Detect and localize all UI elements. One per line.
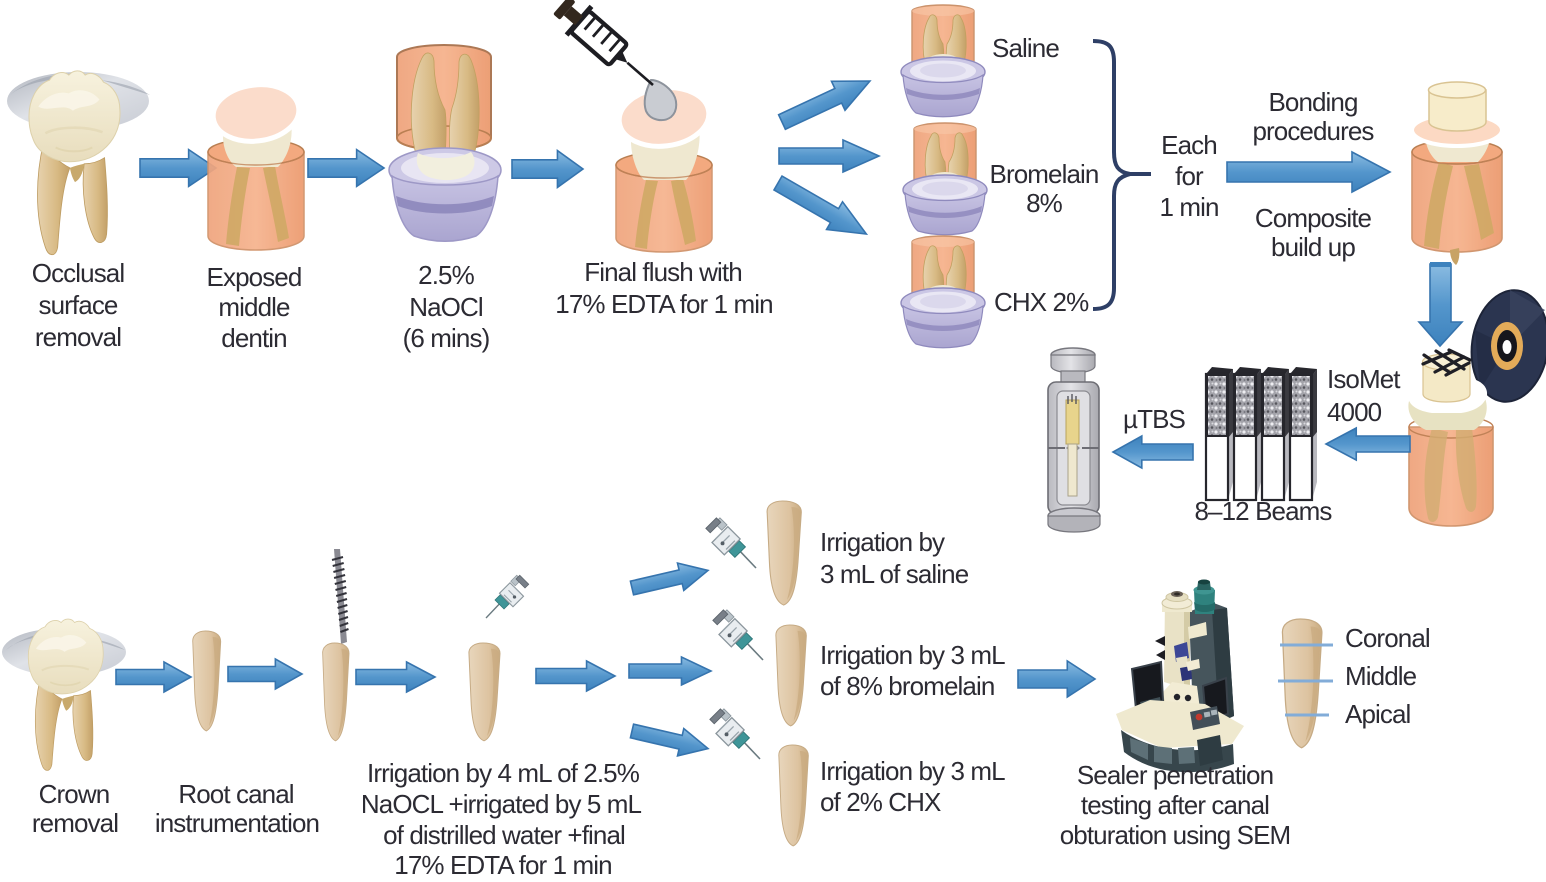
- svg-text:build up: build up: [1271, 232, 1355, 262]
- svg-text:(6 mins): (6 mins): [403, 323, 490, 353]
- svg-text:surface: surface: [39, 290, 118, 320]
- svg-text:3 mL of saline: 3 mL of saline: [820, 559, 969, 589]
- svg-text:Bromelain: Bromelain: [990, 159, 1099, 189]
- svg-text:17% EDTA for 1 min: 17% EDTA for 1 min: [394, 850, 611, 880]
- svg-text:µTBS: µTBS: [1123, 404, 1186, 434]
- svg-text:Composite: Composite: [1255, 203, 1372, 233]
- svg-text:Coronal: Coronal: [1345, 623, 1430, 653]
- svg-text:NaOCL +irrigated by 5 mL: NaOCL +irrigated by 5 mL: [361, 789, 642, 819]
- svg-text:Final flush with: Final flush with: [584, 257, 742, 287]
- svg-text:NaOCl: NaOCl: [409, 292, 483, 322]
- svg-text:middle: middle: [218, 292, 290, 322]
- svg-text:4000: 4000: [1327, 397, 1382, 427]
- svg-text:Exposed: Exposed: [207, 262, 302, 292]
- svg-text:of 2% CHX: of 2% CHX: [820, 787, 941, 817]
- svg-text:Irrigation by 4 mL of 2.5%: Irrigation by 4 mL of 2.5%: [367, 758, 640, 788]
- svg-text:CHX 2%: CHX 2%: [994, 287, 1089, 317]
- svg-text:8–12 Beams: 8–12 Beams: [1195, 496, 1333, 526]
- svg-text:for: for: [1175, 161, 1204, 191]
- svg-text:Irrigation by: Irrigation by: [820, 527, 945, 557]
- svg-text:Irrigation by 3 mL: Irrigation by 3 mL: [820, 756, 1005, 786]
- svg-text:Middle: Middle: [1345, 661, 1417, 691]
- svg-text:removal: removal: [35, 322, 121, 352]
- svg-text:Apical: Apical: [1345, 699, 1411, 729]
- svg-text:1 min: 1 min: [1159, 192, 1218, 222]
- svg-text:dentin: dentin: [221, 323, 286, 353]
- svg-text:Occlusal: Occlusal: [32, 258, 125, 288]
- svg-text:17% EDTA for 1 min: 17% EDTA for 1 min: [555, 289, 772, 319]
- svg-text:removal: removal: [32, 808, 118, 838]
- svg-text:of distrilled water +final: of distrilled water +final: [383, 820, 625, 850]
- svg-text:procedures: procedures: [1252, 116, 1374, 146]
- svg-text:of 8% bromelain: of 8% bromelain: [820, 671, 994, 701]
- svg-text:Irrigation by 3 mL: Irrigation by 3 mL: [820, 640, 1005, 670]
- svg-text:Each: Each: [1161, 130, 1217, 160]
- svg-text:Root canal: Root canal: [178, 779, 293, 809]
- svg-text:testing after canal: testing after canal: [1081, 790, 1269, 820]
- svg-text:Bonding: Bonding: [1268, 87, 1357, 117]
- svg-text:2.5%: 2.5%: [418, 260, 474, 290]
- svg-text:obturation using SEM: obturation using SEM: [1060, 820, 1291, 850]
- svg-text:IsoMet: IsoMet: [1327, 364, 1401, 394]
- svg-text:Sealer penetration: Sealer penetration: [1077, 760, 1273, 790]
- svg-text:8%: 8%: [1026, 188, 1063, 218]
- svg-text:Saline: Saline: [992, 33, 1059, 63]
- svg-text:Crown: Crown: [39, 779, 110, 809]
- svg-text:instrumentation: instrumentation: [155, 808, 319, 838]
